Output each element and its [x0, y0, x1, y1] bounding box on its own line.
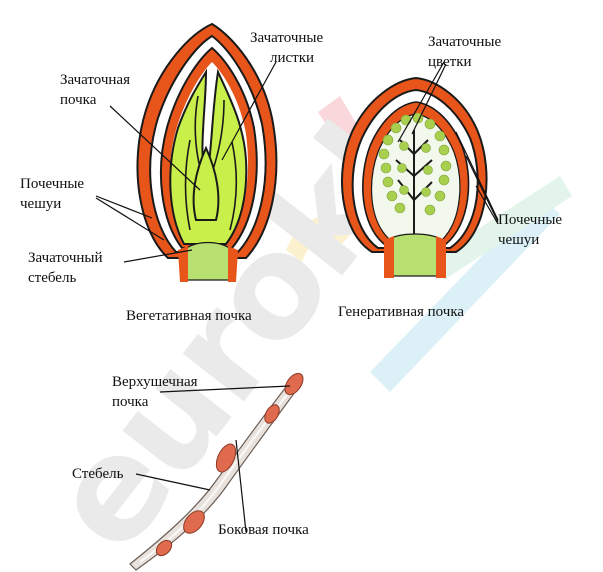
label-embryonic-stem-line1: Зачаточный — [28, 250, 103, 266]
watermark: eurokl — [17, 96, 572, 572]
leader-apical-bud — [159, 385, 291, 393]
label-generative-scales-line1: Почечные — [498, 212, 562, 228]
caption-vegetative-bud: Вегетативная почка — [126, 308, 252, 324]
leader-lateral-bud — [235, 439, 247, 533]
embryonic-leaf-veins — [184, 95, 238, 231]
flower-bud — [421, 143, 431, 153]
label-embryonic-bud-line1: Зачаточная — [60, 72, 130, 88]
stem-side-scale-left — [178, 246, 188, 282]
label-stem: Стебель — [72, 466, 124, 482]
watermark-stripe-blue — [370, 196, 560, 392]
generative-base-scale-left — [384, 236, 394, 278]
flower-bud — [424, 204, 436, 216]
flower-bud — [386, 190, 398, 202]
label-bud-scales-line2: чешуи — [20, 196, 61, 212]
generative-leader-lines — [397, 61, 499, 225]
embryonic-stem — [181, 241, 235, 281]
flower-bud — [423, 165, 433, 175]
leader-bud-scales-2 — [95, 197, 165, 241]
flower-bud — [438, 144, 450, 156]
label-apical-bud-line1: Верхушечная — [112, 374, 198, 390]
label-apical-bud-line2: почка — [112, 394, 149, 410]
label-bud-scales-line1: Почечные — [20, 176, 84, 192]
lateral-bud-bottom — [155, 539, 173, 557]
leader-stem — [135, 473, 211, 491]
flower-bud — [378, 148, 390, 160]
flower-bud — [394, 202, 406, 214]
stem-side-scale-right — [228, 246, 238, 282]
lateral-bud-lower — [183, 510, 205, 534]
embryonic-flowers — [378, 112, 452, 216]
flower-bud — [438, 174, 450, 186]
watermark-stripe-yellow — [286, 215, 358, 262]
flower-bud — [434, 130, 446, 142]
leader-generative-scales-3 — [475, 185, 499, 225]
generative-bud-illustration — [341, 76, 488, 278]
lateral-bud-upper — [264, 404, 280, 424]
label-embryonic-flowers-line2: цветки — [428, 54, 472, 70]
embryonic-bud — [192, 145, 220, 221]
label-embryonic-flowers-line1: Зачаточные — [428, 34, 502, 50]
leader-embryonic-flowers — [397, 61, 445, 143]
flower-bud — [434, 190, 446, 202]
flower-bud — [400, 114, 412, 126]
flower-bud — [397, 163, 407, 173]
vegetative-bud-illustration — [136, 22, 278, 282]
leader-embryonic-stem — [123, 249, 193, 263]
label-embryonic-leaves-line1: Зачаточные — [250, 30, 324, 46]
lateral-bud-middle — [215, 443, 237, 473]
leader-embryonic-flowers-2 — [411, 63, 447, 135]
flower-bud — [382, 134, 394, 146]
flower-bud — [440, 160, 452, 172]
leader-bud-scales-1 — [95, 195, 153, 219]
flower-bud — [421, 187, 431, 197]
label-embryonic-bud-line2: почка — [60, 92, 97, 108]
twig-leader-lines — [135, 385, 291, 533]
watermark-stripe-green — [430, 176, 572, 280]
flower-bud — [380, 162, 392, 174]
leader-generative-scales-2 — [465, 155, 499, 223]
label-generative-scales-line2: чешуи — [498, 232, 539, 248]
twig-illustration — [129, 372, 304, 571]
leader-embryonic-leaves — [221, 61, 277, 161]
flower-bud — [399, 141, 409, 151]
leader-generative-scales-1 — [455, 131, 499, 221]
label-lateral-bud: Боковая почка — [218, 522, 309, 538]
flower-bud — [382, 176, 394, 188]
generative-stem-base — [385, 233, 445, 277]
caption-generative-bud: Генеративная почка — [338, 304, 464, 320]
generative-base-scale-right — [436, 236, 446, 278]
leader-embryonic-bud — [109, 105, 201, 191]
flower-bud — [399, 185, 409, 195]
flower-bud — [424, 118, 436, 130]
flower-bud — [390, 122, 402, 134]
label-embryonic-stem-line2: стебель — [28, 270, 76, 286]
label-embryonic-leaves-line2: листки — [270, 50, 314, 66]
vegetative-leader-lines — [95, 61, 277, 263]
apical-bud — [284, 372, 304, 396]
